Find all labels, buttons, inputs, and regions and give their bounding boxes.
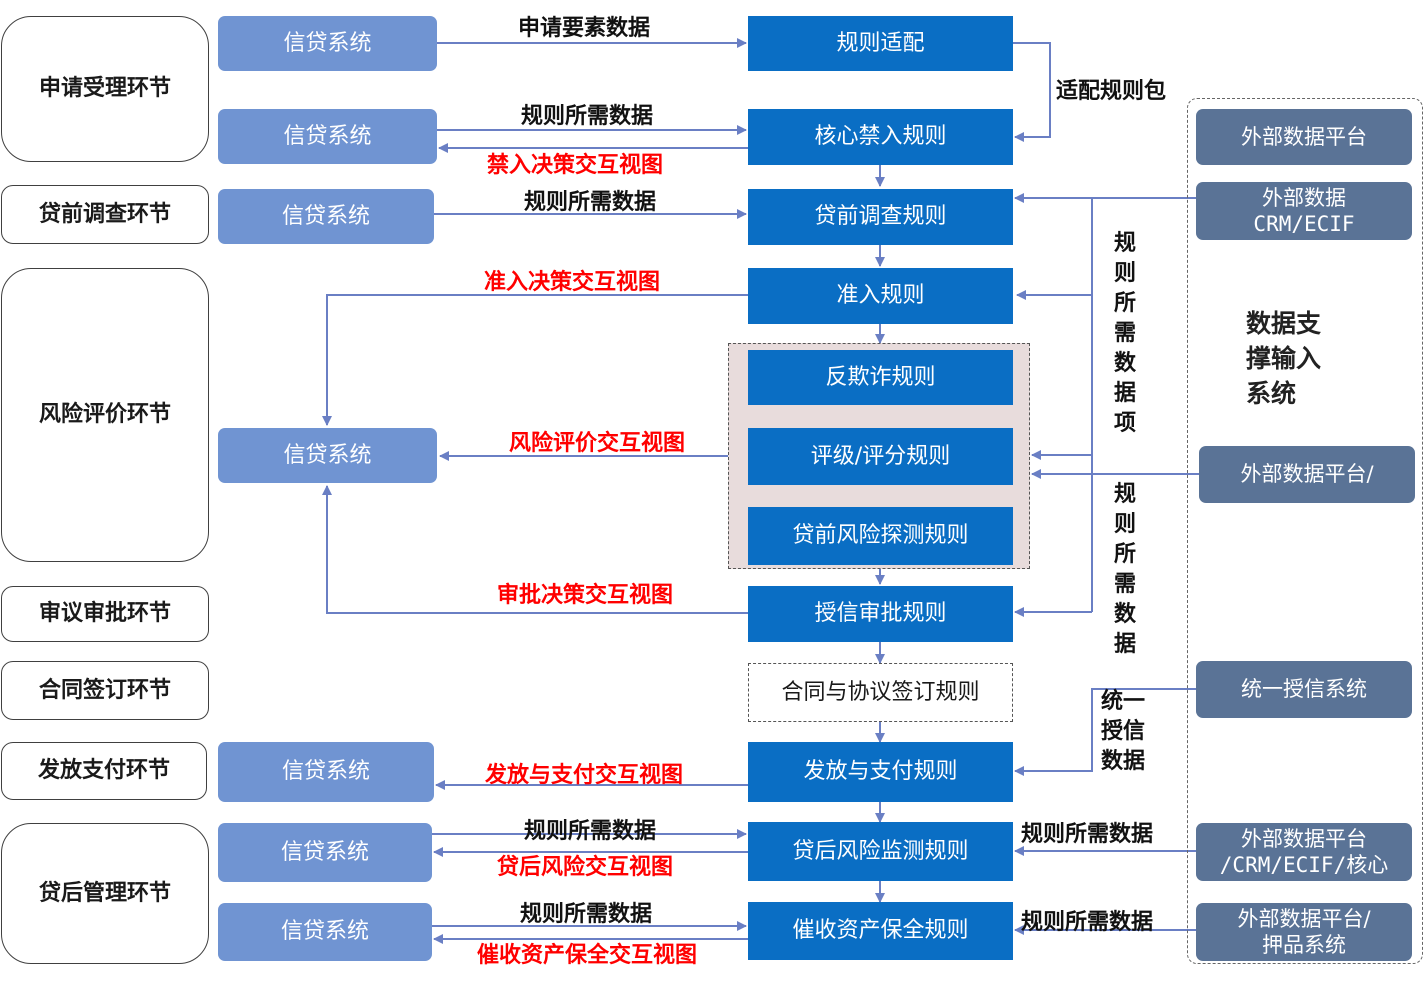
- credit-system-apply: 信贷系统: [218, 16, 437, 71]
- credit-system-label: 信贷系统: [281, 759, 370, 785]
- data-support-label: 数据支 撑输入 系统: [1246, 306, 1321, 411]
- rule-rating-label: 评级/评分规则: [810, 443, 951, 469]
- label-rule-needed-ext-post: 规则所需数据: [1021, 822, 1154, 847]
- rule-core-ban: 核心禁入规则: [748, 109, 1013, 165]
- rule-collection: 催收资产保全规则: [748, 902, 1013, 960]
- arrow-approve-view: [322, 485, 748, 614]
- ext-platform-crm-core-line: /CRM/ECIF/核心: [1219, 853, 1389, 877]
- credit-system-label: 信贷系统: [283, 123, 372, 149]
- credit-system-risk: 信贷系统: [218, 428, 437, 483]
- label-rule-needed-items-vertical: 规则所需数据项: [1113, 231, 1136, 436]
- credit-system-label: 信贷系统: [283, 30, 372, 56]
- stage-approve: 审议审批环节: [1, 586, 209, 642]
- label-rule-needed-post: 规则所需数据: [524, 819, 657, 844]
- ext-platform-crm-core-line: 外部数据平台: [1241, 826, 1367, 851]
- ext-crm-ecif-line: CRM/ECIF: [1253, 212, 1355, 236]
- label-unified-credit-data-line: 数据: [1101, 749, 1146, 774]
- stage-postloan: 贷后管理环节: [1, 823, 209, 964]
- ext-platform-pledge-line: 外部数据平台/: [1237, 906, 1371, 931]
- ext-data-platform-2-label: 外部数据平台/: [1240, 462, 1374, 487]
- stage-risk: 风险评价环节: [1, 268, 209, 562]
- ext-data-platform-label: 外部数据平台: [1241, 124, 1367, 149]
- rule-preloan-survey: 贷前调查规则: [748, 189, 1013, 245]
- label-adapt-pack: 适配规则包: [1056, 79, 1167, 104]
- data-support-region: [1187, 98, 1423, 964]
- label-rule-needed-collection: 规则所需数据: [520, 902, 653, 927]
- label-post-view: 贷后风险交互视图: [497, 855, 674, 880]
- stage-risk-label: 风险评价环节: [38, 402, 171, 428]
- label-approve-view: 审批决策交互视图: [497, 583, 674, 608]
- rule-risk-detect: 贷前风险探测规则: [748, 507, 1013, 565]
- rule-risk-detect-label: 贷前风险探测规则: [792, 523, 969, 549]
- credit-system-label: 信贷系统: [280, 839, 369, 865]
- stage-contract: 合同签订环节: [1, 661, 209, 720]
- data-support-label-line: 撑输入: [1246, 344, 1322, 373]
- stage-apply: 申请受理环节: [1, 16, 209, 162]
- rule-core-ban-label: 核心禁入规则: [814, 124, 947, 150]
- stage-apply-label: 申请受理环节: [38, 76, 171, 102]
- stage-payout-label: 发放支付环节: [37, 758, 170, 784]
- label-risk-view: 风险评价交互视图: [509, 431, 686, 456]
- credit-system-label: 信贷系统: [280, 919, 369, 945]
- label-rule-needed-vertical: 规则所需数据: [1113, 482, 1136, 657]
- label-collection-view: 催收资产保全交互视图: [477, 943, 698, 968]
- label-unified-credit-data: 统一 授信 数据: [1101, 687, 1145, 777]
- label-unified-credit-data-line: 统一: [1101, 689, 1146, 714]
- stage-postloan-label: 贷后管理环节: [38, 880, 171, 906]
- credit-system-label: 信贷系统: [283, 442, 372, 468]
- rule-contract-sign-label: 合同与协议签订规则: [781, 679, 980, 705]
- label-apply-elements: 申请要素数据: [518, 16, 651, 41]
- rule-rating: 评级/评分规则: [748, 428, 1013, 485]
- rule-admission: 准入规则: [748, 268, 1013, 324]
- label-rule-needed-core: 规则所需数据: [521, 104, 654, 129]
- label-payout-view: 发放与支付交互视图: [485, 763, 684, 788]
- credit-system-label: 信贷系统: [281, 203, 370, 229]
- ext-unified-credit-label: 统一授信系统: [1241, 677, 1367, 702]
- rule-credit-approve: 授信审批规则: [748, 586, 1013, 642]
- rule-preloan-survey-label: 贷前调查规则: [814, 204, 947, 230]
- rule-post-monitor-label: 贷后风险监测规则: [792, 838, 969, 864]
- stage-preloan-label: 贷前调查环节: [38, 201, 171, 227]
- ext-crm-ecif-line: 外部数据: [1262, 185, 1346, 210]
- label-rule-needed-preloan: 规则所需数据: [524, 190, 657, 215]
- rule-payout: 发放与支付规则: [748, 742, 1013, 802]
- label-rule-needed-ext-collection: 规则所需数据: [1021, 910, 1154, 935]
- credit-system-payout: 信贷系统: [218, 742, 434, 802]
- arrow-admission-view: [322, 294, 748, 426]
- credit-system-post: 信贷系统: [218, 823, 432, 882]
- ext-data-platform: 外部数据平台: [1196, 109, 1412, 165]
- stage-preloan: 贷前调查环节: [1, 185, 209, 244]
- data-support-label-line: 系统: [1246, 379, 1297, 408]
- stage-contract-label: 合同签订环节: [38, 677, 171, 703]
- ext-platform-pledge: 外部数据平台/ 押品系统: [1196, 903, 1412, 961]
- ext-data-platform-2: 外部数据平台/: [1199, 446, 1415, 503]
- arrow-adapt-pack: [1013, 42, 1051, 142]
- rule-anti-fraud-label: 反欺诈规则: [825, 364, 936, 390]
- label-admission-view: 准入决策交互视图: [484, 270, 661, 295]
- ext-crm-ecif: 外部数据 CRM/ECIF: [1196, 182, 1412, 240]
- credit-system-collection: 信贷系统: [218, 903, 432, 961]
- rule-adapt-label: 规则适配: [836, 30, 925, 56]
- ext-platform-crm-core: 外部数据平台 /CRM/ECIF/核心: [1196, 823, 1412, 881]
- rule-post-monitor: 贷后风险监测规则: [748, 822, 1013, 881]
- credit-system-preloan: 信贷系统: [218, 189, 434, 244]
- rule-payout-label: 发放与支付规则: [803, 759, 958, 785]
- stage-approve-label: 审议审批环节: [38, 601, 171, 627]
- data-support-label-line: 数据支: [1246, 309, 1322, 338]
- rule-contract-sign: 合同与协议签订规则: [748, 663, 1013, 722]
- rule-credit-approve-label: 授信审批规则: [814, 601, 947, 627]
- rule-collection-label: 催收资产保全规则: [792, 918, 969, 944]
- credit-system-core: 信贷系统: [218, 109, 437, 164]
- rule-adapt: 规则适配: [748, 16, 1013, 71]
- stage-payout: 发放支付环节: [1, 742, 207, 800]
- ext-platform-pledge-line: 押品系统: [1262, 933, 1346, 957]
- rule-anti-fraud: 反欺诈规则: [748, 350, 1013, 405]
- label-ban-view: 禁入决策交互视图: [487, 153, 664, 178]
- ext-unified-credit: 统一授信系统: [1196, 661, 1412, 718]
- rule-admission-label: 准入规则: [836, 283, 925, 309]
- label-unified-credit-data-line: 授信: [1101, 719, 1146, 744]
